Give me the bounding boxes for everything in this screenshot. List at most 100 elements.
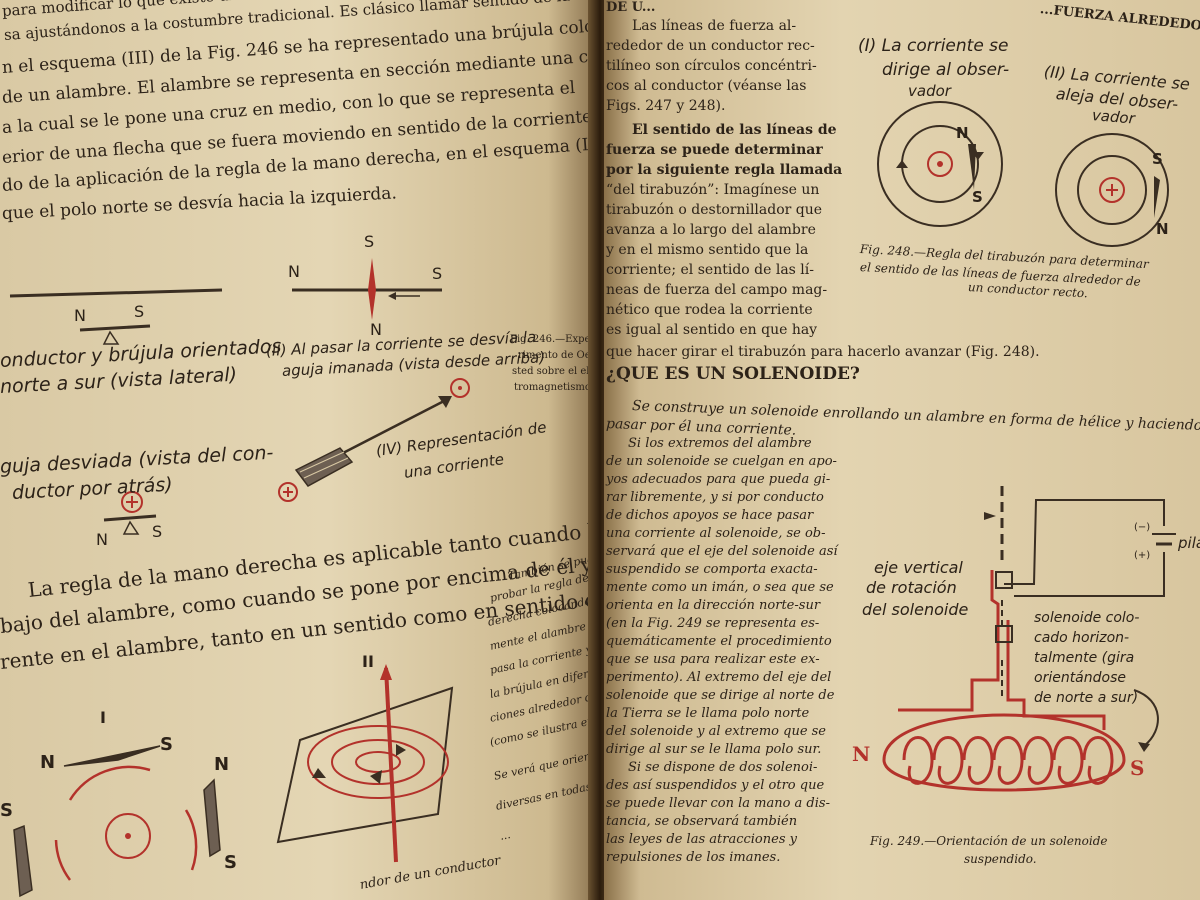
solenoid-coils: [902, 736, 1114, 785]
caption-line: rimento de Oer-: [518, 350, 596, 361]
label-s1: S: [972, 188, 983, 206]
text-line: neas de fuerza del campo mag-: [606, 282, 828, 298]
dot-center: [458, 386, 462, 390]
pivot-lower: [995, 625, 1013, 643]
text-line: corriente; el sentido de las lí-: [606, 262, 814, 278]
text-line: Figs. 247 y 248).: [606, 98, 726, 114]
label-minus: (−): [1134, 522, 1151, 533]
label-sol-4: orientándose: [1034, 670, 1126, 686]
label-s-left: S: [0, 800, 13, 821]
needle-bar: [79, 324, 151, 332]
label-sol-2: cado horizon-: [1034, 630, 1130, 646]
text-line: las leyes de las atracciones y: [606, 832, 797, 847]
text-line: Si se dispone de dos solenoi-: [628, 760, 818, 775]
text-line: tirabuzón o destornillador que: [606, 202, 823, 218]
current-in-circle: [1099, 177, 1125, 203]
label-eje-3: del solenoide: [862, 600, 969, 619]
label-n2: N: [1156, 220, 1169, 238]
text-line: del solenoide y al extremo que se: [606, 724, 827, 739]
compass-ii: [1154, 176, 1160, 218]
arrow-head: [388, 292, 396, 300]
text-line: avanza a lo largo del alambre: [606, 222, 816, 238]
circuit-wire-return: [1014, 552, 1165, 597]
text-line: Si los extremos del alambre: [628, 436, 812, 451]
bold-line: fuerza se puede determinar: [606, 142, 823, 158]
text-line: una corriente al solenoide, se ob-: [606, 526, 826, 541]
figure-246-drawing: [9, 258, 470, 535]
text-line: tancia, se observará también: [606, 814, 798, 829]
feather-arrow: [294, 447, 354, 487]
text-line: cos al conductor (véanse las: [606, 78, 807, 94]
label-pila: pila: [1178, 534, 1200, 552]
solenoid-lead-right: [1006, 620, 1106, 730]
label-eje: eje vertical: [874, 558, 963, 577]
text-line: de dichos apoyos se hace pasar: [606, 508, 814, 523]
current-arrow-head: [438, 396, 452, 408]
wire-line: [9, 288, 223, 298]
pivot-triangle: [102, 330, 120, 345]
plane-sheet: [276, 686, 454, 844]
rotation-pointer-head: [1138, 742, 1150, 752]
pivot-iii: [122, 520, 140, 535]
section-heading: ¿QUE ES UN SOLENOIDE?: [606, 364, 860, 384]
label-s-top: S: [364, 232, 375, 251]
vertical-wire: [384, 667, 398, 863]
label-n: N: [852, 742, 871, 766]
text-line: dirige al sur se le llama polo sur.: [606, 742, 822, 757]
label-ii: II: [362, 652, 374, 671]
label-ns-n: N: [74, 306, 86, 325]
compass-i: [968, 144, 976, 190]
label-n-bottom: N: [370, 320, 382, 339]
caption-line: Fig. 249.—Orientación de un solenoide: [870, 834, 1108, 848]
text-line: y en el mismo sentido que la: [606, 242, 809, 258]
caption-line: suspendido.: [964, 852, 1037, 866]
text-line: nético que rodea la corriente: [606, 302, 813, 318]
figure-249-drawing: [882, 486, 1176, 792]
label-i: (I) La corriente se: [858, 36, 1009, 56]
label-sol: solenoide colo-: [1034, 610, 1140, 626]
compass-needle-3: [13, 824, 33, 898]
current-out-dot: [937, 161, 943, 167]
compass-needle-2: [203, 778, 221, 858]
needle-north: [368, 258, 376, 290]
label-i-2: dirige al obser-: [882, 60, 1010, 80]
label-n-left: N: [288, 262, 300, 281]
text-line: rededor de un conductor rec-: [606, 38, 815, 54]
label-n2: N: [214, 754, 230, 775]
label-s1: S: [160, 734, 173, 755]
text-line: solenoide que se dirige al norte de: [606, 688, 835, 703]
rotation-pointer: [1133, 689, 1159, 747]
label-s2: S: [224, 852, 237, 873]
label-plus: (+): [1134, 550, 1151, 561]
text-line: repulsiones de los imanes.: [606, 850, 781, 865]
text-line: des así suspendidos y el otro que: [606, 778, 825, 793]
label-n-iii: N: [96, 530, 108, 549]
pivot-upper: [995, 571, 1013, 589]
wire-arrow-top: [380, 664, 392, 680]
text-line: es igual al sentido en que hay: [606, 322, 818, 338]
text-line: (en la Fig. 249 se representa es-: [606, 616, 820, 631]
arrow-ccw-1: [896, 160, 908, 168]
field-circle-outer-ii: [1055, 133, 1169, 247]
caption-line: Fig. 246.—Expe-: [510, 334, 594, 345]
mini-compass-1: [396, 744, 406, 756]
label-ns-s: S: [134, 302, 145, 321]
label-i-3: vador: [908, 82, 951, 100]
text-line: yos adecuados para que pueda gi-: [606, 472, 831, 487]
field-ring-inner: [355, 751, 401, 773]
current-out-circle: [927, 151, 953, 177]
label-sol-5: de norte a sur): [1034, 690, 1139, 706]
text-line: que se usa para realizar este ex-: [606, 652, 820, 667]
running-header: DE U...: [606, 0, 656, 15]
text-line: quemáticamente el procedimiento: [606, 634, 832, 649]
text-line: mente como un imán, o sea que se: [606, 580, 834, 595]
label-s-right: S: [432, 264, 443, 283]
caption-line: tromagnetismo.: [514, 382, 594, 393]
axis-pointer: [984, 512, 996, 520]
current-circle: [105, 813, 151, 859]
text-line: Las líneas de fuerza al-: [632, 18, 797, 34]
figure-248-drawing: [877, 101, 1169, 247]
text-line: tilíneo son círculos concéntri-: [606, 58, 817, 74]
needle-iii: [103, 514, 157, 522]
caption-line: sted sobre el elec-: [512, 366, 596, 377]
